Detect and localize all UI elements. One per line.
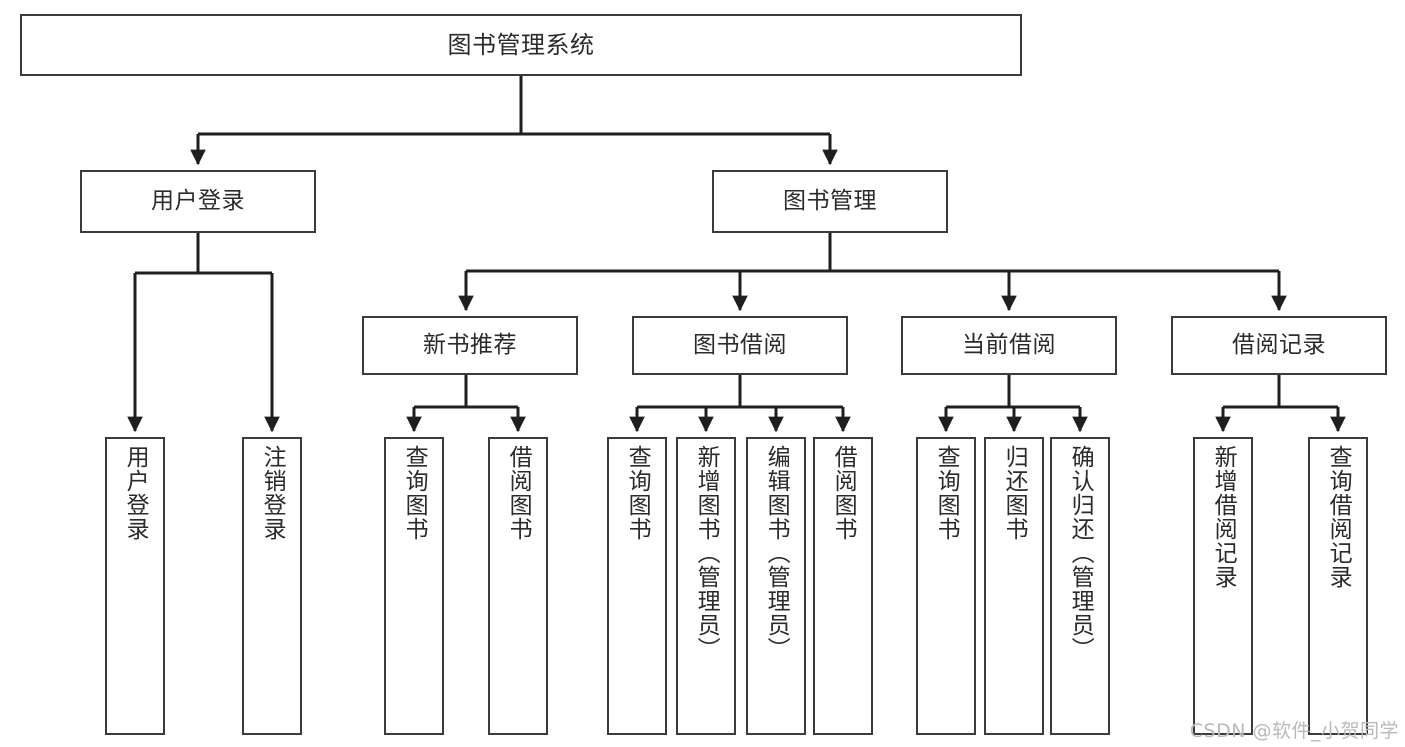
node-label: 新增图书（管理员）	[693, 445, 720, 661]
leaf-query-borrow-record[interactable]: 查询借阅记录	[1308, 437, 1368, 735]
leaf-return-book[interactable]: 归还图书	[984, 437, 1044, 735]
node-label: 用户登录	[151, 187, 245, 214]
node-label: 借阅记录	[1232, 331, 1326, 358]
node-label: 注销登录	[259, 445, 286, 541]
node-label: 查询图书	[933, 445, 960, 541]
leaf-query-book-current[interactable]: 查询图书	[916, 437, 976, 735]
node-new-book-recommendation[interactable]: 新书推荐	[362, 316, 578, 375]
leaf-add-borrow-record[interactable]: 新增借阅记录	[1193, 437, 1253, 735]
node-label: 查询图书	[624, 445, 651, 541]
node-label: 归还图书	[1001, 445, 1028, 541]
node-label: 新书推荐	[423, 331, 517, 358]
leaf-add-book-admin[interactable]: 新增图书（管理员）	[676, 437, 736, 735]
node-label: 当前借阅	[962, 331, 1056, 358]
leaf-borrow-book-borrow[interactable]: 借阅图书	[813, 437, 873, 735]
node-book-manage[interactable]: 图书管理	[712, 170, 948, 233]
leaf-borrow-book-new-rec[interactable]: 借阅图书	[488, 437, 548, 735]
watermark-text: CSDN @软件_小贺同学	[1189, 720, 1399, 742]
node-label: 图书管理系统	[447, 30, 595, 59]
leaf-confirm-return-admin[interactable]: 确认归还（管理员）	[1050, 437, 1110, 735]
leaf-edit-book-admin[interactable]: 编辑图书（管理员）	[746, 437, 806, 735]
leaf-user-login[interactable]: 用户登录	[105, 437, 165, 735]
node-label: 借阅图书	[505, 445, 532, 541]
node-label: 确认归还（管理员）	[1067, 445, 1094, 661]
node-label: 查询图书	[401, 445, 428, 541]
node-root-system[interactable]: 图书管理系统	[20, 14, 1022, 76]
node-book-borrow[interactable]: 图书借阅	[632, 316, 848, 375]
node-label: 借阅图书	[830, 445, 857, 541]
leaf-logout-login[interactable]: 注销登录	[242, 437, 302, 735]
node-label: 图书管理	[783, 187, 877, 214]
node-label: 查询借阅记录	[1325, 445, 1352, 589]
node-label: 图书借阅	[693, 331, 787, 358]
node-borrow-record[interactable]: 借阅记录	[1171, 316, 1387, 375]
node-current-borrow[interactable]: 当前借阅	[901, 316, 1117, 375]
node-label: 新增借阅记录	[1210, 445, 1237, 589]
node-user-login[interactable]: 用户登录	[80, 170, 316, 233]
node-label: 编辑图书（管理员）	[763, 445, 790, 661]
leaf-query-book-new-rec[interactable]: 查询图书	[384, 437, 444, 735]
leaf-query-book-borrow[interactable]: 查询图书	[607, 437, 667, 735]
node-label: 用户登录	[122, 445, 149, 541]
